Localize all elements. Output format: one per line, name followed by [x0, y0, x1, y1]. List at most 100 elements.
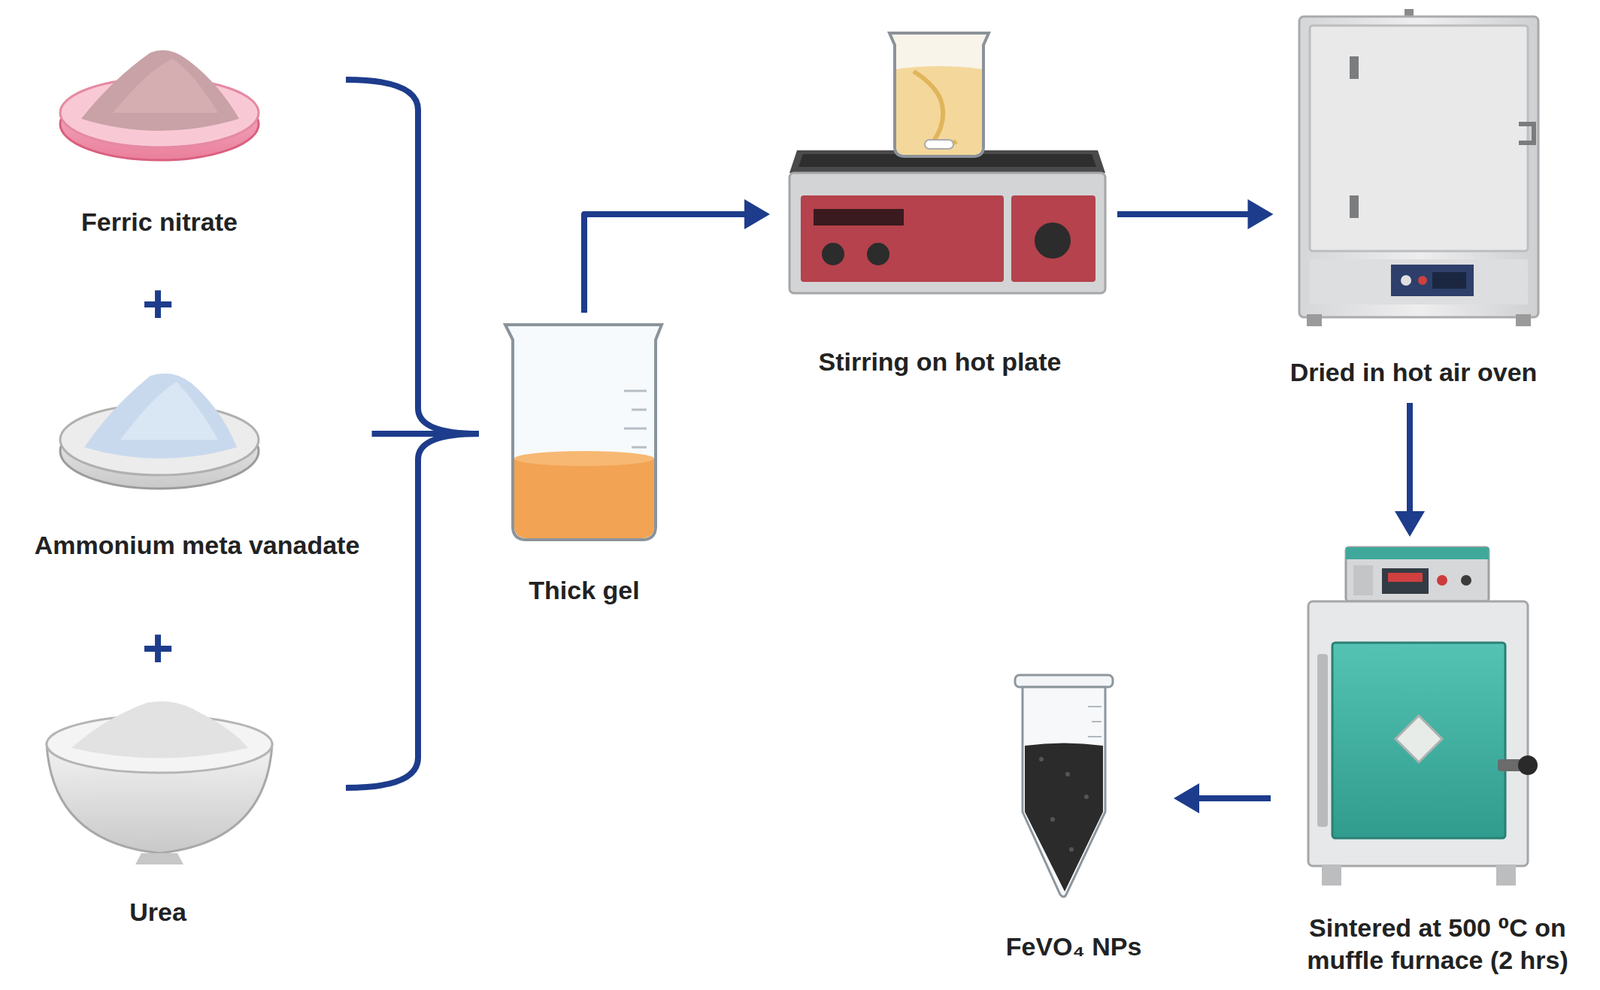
illustration-part — [1087, 706, 1102, 708]
connector-line — [345, 433, 479, 788]
illustration-part — [1349, 56, 1359, 79]
illustration-part — [1345, 547, 1489, 602]
connector-line — [1117, 211, 1252, 218]
illustration-part — [120, 381, 219, 440]
connector-line — [1406, 403, 1413, 515]
illustration-part — [1349, 195, 1359, 219]
illustration-part — [889, 33, 989, 157]
step-caption: Ammonium meta vanadate — [34, 529, 361, 562]
illustration-part — [1345, 547, 1489, 560]
process-step: Thick gel — [486, 315, 682, 611]
muffle-furnace — [1308, 547, 1538, 886]
illustration-part — [1308, 601, 1528, 867]
illustration-part — [1309, 259, 1528, 305]
arrow-head — [744, 199, 770, 230]
illustration-part — [1022, 687, 1106, 897]
step-caption: Dried in hot air oven — [1290, 356, 1538, 389]
illustration-part — [924, 139, 954, 149]
illustration-part — [1332, 642, 1506, 839]
illustration-part — [1387, 572, 1423, 582]
illustration-part — [1309, 25, 1528, 252]
illustration-part — [913, 71, 957, 145]
flow-arrow — [1117, 199, 1274, 230]
petri-dish-grey — [60, 373, 259, 489]
illustration-part — [514, 451, 655, 467]
illustration-part — [1087, 736, 1102, 738]
flow-arrow — [345, 79, 479, 434]
step-caption: Thick gel — [528, 574, 640, 607]
plus-sign: + — [142, 276, 174, 331]
illustration-part — [800, 195, 1004, 282]
process-step: Sintered at 500 ⁰C on muffle furnace (2 … — [1278, 542, 1597, 981]
illustration-part — [1065, 772, 1070, 777]
illustration-part — [1518, 124, 1534, 143]
illustration-part — [1317, 654, 1328, 828]
illustration-part — [1299, 16, 1539, 318]
arrow-head — [1248, 199, 1274, 230]
illustration-part — [1050, 817, 1055, 822]
hot-air-oven — [1299, 9, 1539, 327]
illustration-part — [505, 324, 662, 540]
illustration-part — [1306, 314, 1322, 327]
bowl — [46, 701, 273, 865]
illustration-part — [821, 242, 845, 266]
illustration-part — [1034, 222, 1071, 259]
illustration-part — [1418, 275, 1428, 285]
illustration-part — [1496, 864, 1516, 886]
flow-arrow — [345, 433, 479, 788]
connector-line — [345, 79, 479, 434]
process-step: Ferric nitrate — [20, 45, 299, 243]
illustration-part — [813, 209, 904, 226]
illustration-part — [1084, 794, 1089, 800]
illustration-part — [135, 853, 184, 865]
illustration-part — [896, 66, 982, 155]
illustration-part — [1515, 314, 1531, 327]
illustration-part — [1091, 721, 1102, 723]
arrow-head — [1394, 511, 1425, 537]
connector-line — [584, 214, 748, 313]
process-step: Dried in hot air oven — [1281, 6, 1547, 393]
illustration-part — [866, 242, 890, 266]
flow-arrow — [584, 199, 770, 313]
illustration-part — [81, 50, 240, 131]
step-caption: Urea — [129, 896, 187, 929]
illustration-part — [84, 373, 237, 459]
petri-dish-pink — [60, 50, 259, 161]
illustration-part — [1432, 272, 1467, 289]
connector-line — [1196, 795, 1271, 802]
illustration-part — [1015, 675, 1113, 688]
illustration-part — [1400, 275, 1412, 286]
process-step: FeVO₄ NPs — [979, 669, 1168, 967]
flow-arrow — [1394, 403, 1425, 537]
illustration-part — [514, 454, 655, 539]
illustration-part — [789, 172, 1106, 294]
illustration-part — [1039, 757, 1044, 762]
illustration-part — [631, 446, 647, 449]
illustration-part — [1069, 847, 1074, 852]
process-step: Urea — [22, 699, 294, 933]
illustration-part — [1087, 706, 1102, 737]
illustration-part — [1395, 715, 1443, 763]
illustration-part — [71, 701, 249, 759]
illustration-part — [624, 390, 647, 448]
illustration-part — [1518, 755, 1538, 776]
hot-plate-stirrer — [789, 33, 1106, 294]
arrow-head — [1173, 783, 1200, 814]
illustration-part — [1321, 864, 1342, 886]
step-caption: FeVO₄ NPs — [1006, 930, 1143, 964]
process-step: Stirring on hot plate — [774, 21, 1106, 382]
illustration-part — [1024, 743, 1104, 893]
step-caption: Ferric nitrate — [81, 206, 238, 239]
flow-arrow — [1173, 783, 1271, 814]
centrifuge-tube — [1015, 675, 1113, 897]
plus-sign: + — [142, 621, 174, 676]
illustration-part — [624, 390, 647, 393]
illustration-part — [1436, 575, 1448, 586]
illustration-part — [112, 58, 219, 113]
illustration-part — [1390, 264, 1474, 297]
process-step: Ammonium meta vanadate — [25, 353, 370, 566]
illustration-part — [624, 427, 647, 431]
